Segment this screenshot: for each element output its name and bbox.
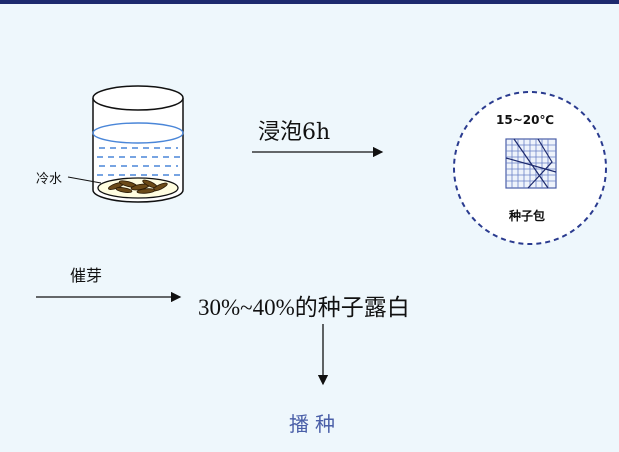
label-cold-water: 冷水 xyxy=(36,172,63,187)
cold-water-leader xyxy=(67,176,102,184)
seed-bag-icon xyxy=(505,138,557,189)
label-temperature: 15~20℃ xyxy=(496,113,554,127)
beaker xyxy=(67,85,184,203)
label-soak: 浸泡6h xyxy=(258,120,331,145)
water xyxy=(92,122,184,176)
label-germinate: 催芽 xyxy=(70,266,103,285)
label-seed-bag: 种子包 xyxy=(509,209,546,223)
label-sow: 播种 xyxy=(289,412,341,436)
top-bar xyxy=(0,0,619,4)
label-result: 30%~40%的种子露白 xyxy=(198,295,410,320)
seed-dish xyxy=(97,177,179,199)
